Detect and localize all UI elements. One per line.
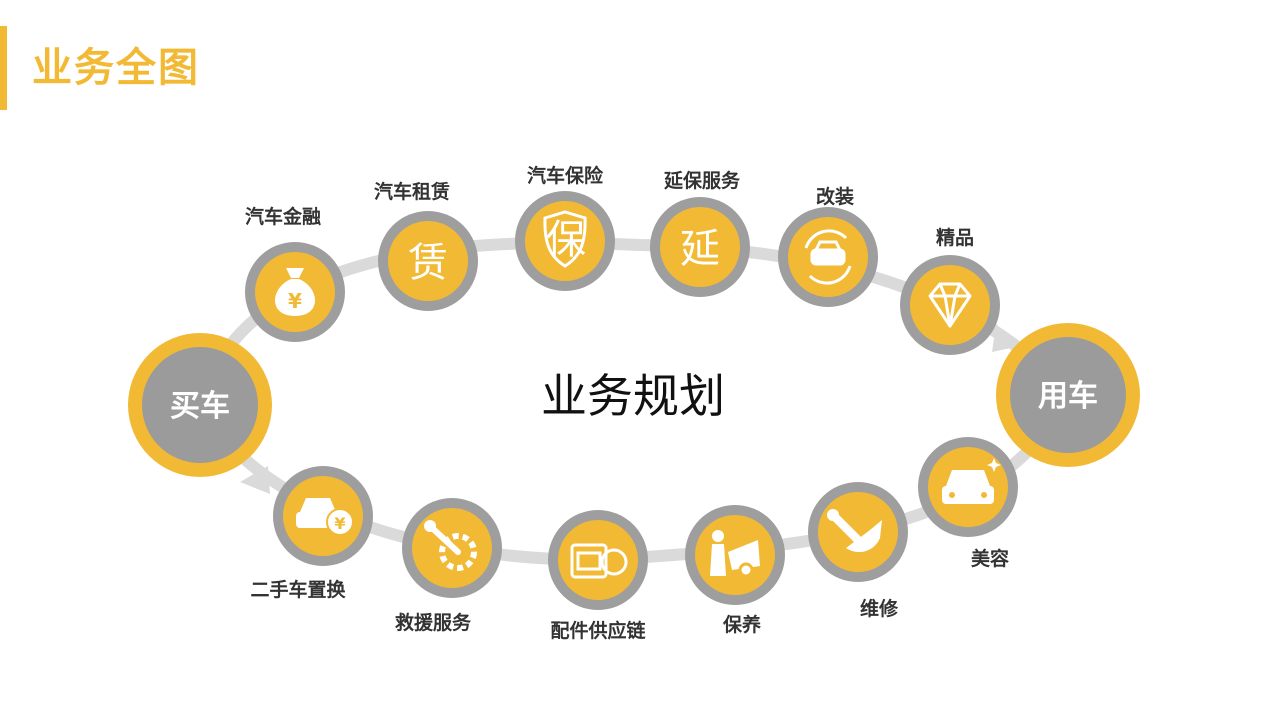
- hub-end[interactable]: 用车: [996, 323, 1140, 467]
- node-label: 保养: [722, 613, 761, 636]
- node-label: 救援服务: [395, 611, 472, 634]
- node-used-car-trade-in[interactable]: ¥ 二手车置换: [250, 466, 373, 601]
- node-label: 汽车金融: [245, 205, 321, 228]
- node-label: 改装: [816, 185, 854, 208]
- diamond-icon: [928, 282, 972, 328]
- svg-text:¥: ¥: [288, 289, 302, 313]
- node-maintenance[interactable]: 保养: [685, 505, 785, 636]
- node-rescue-service[interactable]: 救援服务: [395, 498, 502, 634]
- node-label: 汽车租赁: [374, 180, 450, 203]
- svg-text:¥: ¥: [334, 514, 345, 533]
- car-refresh-icon: [804, 229, 852, 285]
- parts-icon: [570, 543, 628, 579]
- hub-start-label: 买车: [170, 389, 230, 424]
- node-car-finance[interactable]: ¥ 汽车金融: [245, 205, 345, 342]
- node-label: 美容: [971, 547, 1009, 570]
- title-accent-bar: [0, 26, 7, 110]
- node-label: 二手车置换: [250, 578, 346, 601]
- node-car-insurance[interactable]: 保 汽车保险: [515, 164, 615, 291]
- node-label: 精品: [936, 226, 974, 249]
- lease-char-icon: 赁: [408, 240, 448, 286]
- node-accessories[interactable]: 精品: [900, 226, 1000, 355]
- gear-wrench-icon: [424, 520, 477, 571]
- node-label: 汽车保险: [527, 164, 604, 187]
- hub-end-label: 用车: [1038, 379, 1098, 414]
- node-label: 维修: [860, 597, 899, 620]
- mechanic-icon: [710, 530, 760, 578]
- page-title: 业务全图: [32, 45, 200, 91]
- wrench-hand-icon: [827, 509, 882, 553]
- node-beauty[interactable]: 美容: [918, 437, 1018, 570]
- node-parts-supply-chain[interactable]: 配件供应链: [548, 510, 648, 642]
- node-label: 配件供应链: [550, 619, 645, 642]
- hub-start[interactable]: 买车: [128, 333, 272, 477]
- node-label: 延保服务: [663, 169, 741, 192]
- node-extended-warranty[interactable]: 延 延保服务: [650, 169, 750, 297]
- node-repair[interactable]: 维修: [808, 482, 908, 620]
- arrow-to-end-icon: [992, 324, 1020, 352]
- center-label: 业务规划: [541, 369, 725, 423]
- money-bag-icon: ¥: [274, 268, 316, 316]
- shield-icon: 保: [543, 210, 587, 268]
- arrow-to-start-icon: [240, 466, 270, 494]
- svg-text:保: 保: [546, 217, 586, 263]
- node-modification[interactable]: 改装: [778, 185, 878, 307]
- node-car-lease[interactable]: 赁 汽车租赁: [374, 180, 478, 311]
- car-exchange-icon: ¥: [296, 498, 354, 536]
- extension-char-icon: 延: [680, 226, 720, 272]
- sparkling-car-icon: [942, 458, 1001, 504]
